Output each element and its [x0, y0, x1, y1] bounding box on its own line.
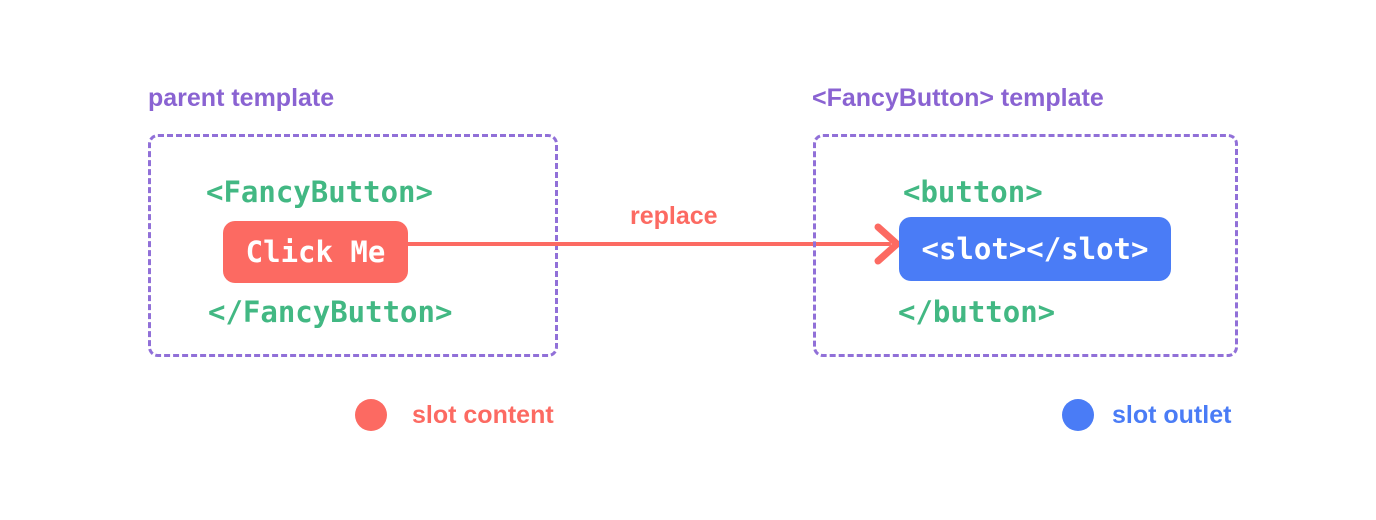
fancybutton-template-box: <button> <slot></slot> </button>: [813, 134, 1238, 357]
fancybutton-closing-tag: </FancyButton>: [208, 295, 453, 329]
slot-outlet-chip: <slot></slot>: [899, 217, 1171, 281]
button-opening-tag: <button>: [903, 175, 1043, 209]
replace-arrow: [403, 223, 901, 265]
click-me-slot-content-chip: Click Me: [223, 221, 408, 283]
slot-outlet-legend-dot: [1062, 399, 1094, 431]
fancybutton-opening-tag: <FancyButton>: [206, 175, 433, 209]
parent-template-box: <FancyButton> Click Me </FancyButton>: [148, 134, 558, 357]
slot-content-legend-dot: [355, 399, 387, 431]
slot-outlet-legend-label: slot outlet: [1112, 401, 1232, 429]
fancybutton-template-title: <FancyButton> template: [812, 84, 1104, 112]
slot-content-legend-label: slot content: [412, 401, 554, 429]
replace-arrow-label: replace: [630, 202, 718, 230]
parent-template-title: parent template: [148, 84, 335, 112]
button-closing-tag: </button>: [898, 295, 1056, 329]
arrow-head: [874, 223, 901, 265]
